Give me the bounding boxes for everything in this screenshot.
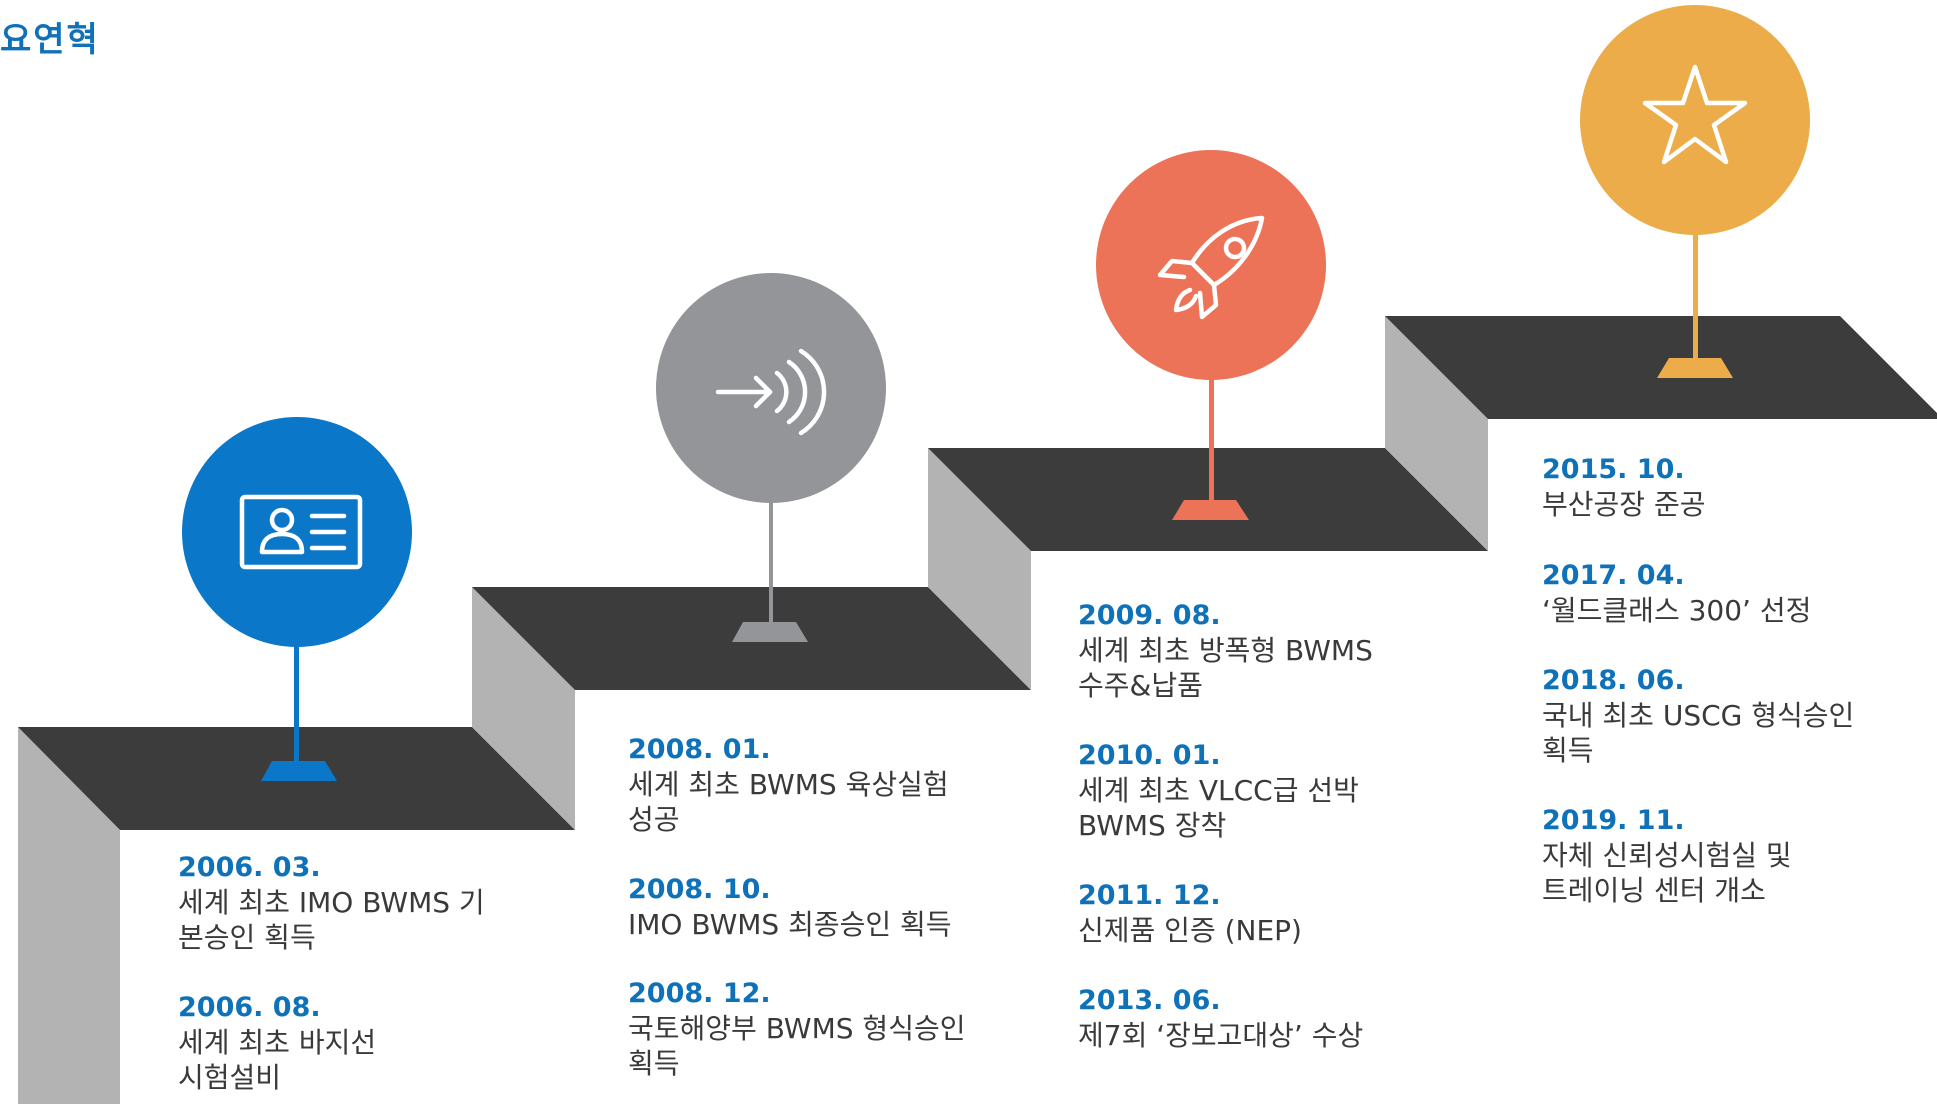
- event-description: 부산공장 준공: [1542, 488, 1706, 521]
- step-1-front: [18, 727, 120, 1104]
- timeline-event: 2009. 08. 세계 최초 방폭형 BWMS 수주&납품: [1078, 598, 1373, 703]
- step-3-top: [928, 448, 1488, 551]
- stage-1-stem: [294, 590, 299, 763]
- event-description: 제7회 ‘장보고대상’ 수상: [1078, 1019, 1364, 1052]
- timeline-event: 2018. 06. 국내 최초 USCG 형식승인 획득: [1542, 663, 1854, 768]
- timeline-event: 2017. 04. ‘월드클래스 300’ 선정: [1542, 558, 1811, 628]
- stage-4-circle: [1580, 5, 1810, 235]
- event-description: 자체 신뢰성시험실 및 트레이닝 센터 개소: [1542, 839, 1792, 907]
- event-date: 2018. 06.: [1542, 665, 1685, 696]
- id-card-icon: [239, 494, 363, 570]
- stage-2-stem: [769, 450, 773, 624]
- rocket-icon: [1157, 215, 1265, 320]
- event-description: 세계 최초 IMO BWMS 기 본승인 획득: [178, 886, 485, 954]
- event-description: 세계 최초 방폭형 BWMS 수주&납품: [1078, 634, 1373, 702]
- event-description: 세계 최초 VLCC급 선박 BWMS 장착: [1078, 774, 1359, 842]
- stage-3-stem: [1209, 318, 1214, 502]
- stage-4-stem: [1693, 176, 1698, 360]
- step-4-front: [1385, 316, 1488, 551]
- stage-2-circle: [656, 273, 886, 503]
- timeline-event: 2008. 01. 세계 최초 BWMS 육상실험 성공: [628, 732, 949, 837]
- step-4-top: [1385, 316, 1937, 419]
- stage-1-circle: [182, 417, 412, 647]
- event-date: 2008. 01.: [628, 734, 771, 765]
- event-description: 세계 최초 BWMS 육상실험 성공: [628, 768, 949, 836]
- arrow-signal-icon: [715, 348, 827, 436]
- stage-3-marker: [1096, 150, 1326, 520]
- event-date: 2019. 11.: [1542, 805, 1685, 836]
- timeline-event: 2019. 11. 자체 신뢰성시험실 및 트레이닝 센터 개소: [1542, 803, 1792, 908]
- stage-2-marker: [656, 273, 886, 642]
- stage-1-base: [261, 761, 337, 781]
- stage-2-base: [732, 622, 808, 642]
- star-icon: [1642, 64, 1748, 165]
- timeline-event: 2015. 10. 부산공장 준공: [1542, 452, 1705, 522]
- event-description: 신제품 인증 (NEP): [1078, 914, 1302, 947]
- event-description: IMO BWMS 최종승인 획득: [628, 908, 952, 941]
- timeline-event: 2008. 12. 국토해양부 BWMS 형식승인 획득: [628, 976, 965, 1081]
- event-description: 국내 최초 USCG 형식승인 획득: [1542, 699, 1855, 767]
- step-2-front: [472, 587, 575, 830]
- stage-3-base: [1172, 500, 1249, 520]
- timeline-event: 2013. 06. 제7회 ‘장보고대상’ 수상: [1078, 983, 1363, 1053]
- event-description: ‘월드클래스 300’ 선정: [1542, 594, 1812, 627]
- event-date: 2006. 03.: [178, 852, 321, 883]
- event-date: 2010. 01.: [1078, 740, 1221, 771]
- step-3-front: [928, 448, 1031, 690]
- page-title: 요연혁: [0, 20, 100, 60]
- event-description: 국토해양부 BWMS 형식승인 획득: [628, 1012, 966, 1080]
- event-description: 세계 최초 바지선 시험설비: [178, 1026, 377, 1094]
- event-date: 2009. 08.: [1078, 600, 1221, 631]
- event-date: 2013. 06.: [1078, 985, 1221, 1016]
- event-date: 2008. 10.: [628, 874, 771, 905]
- timeline-event: 2006. 03. 세계 최초 IMO BWMS 기 본승인 획득: [178, 850, 485, 955]
- event-date: 2011. 12.: [1078, 880, 1221, 911]
- timeline-event: 2008. 10. IMO BWMS 최종승인 획득: [628, 872, 952, 942]
- event-date: 2017. 04.: [1542, 560, 1685, 591]
- event-date: 2008. 12.: [628, 978, 771, 1009]
- stage-3-circle: [1096, 150, 1326, 380]
- event-date: 2006. 08.: [178, 992, 321, 1023]
- stage-1-marker: [182, 417, 412, 781]
- timeline-event: 2010. 01. 세계 최초 VLCC급 선박 BWMS 장착: [1078, 738, 1359, 843]
- timeline-event: 2011. 12. 신제품 인증 (NEP): [1078, 878, 1302, 948]
- timeline-event: 2006. 08. 세계 최초 바지선 시험설비: [178, 990, 376, 1095]
- stage-4-base: [1657, 358, 1733, 378]
- stage-4-marker: [1580, 5, 1810, 378]
- event-date: 2015. 10.: [1542, 454, 1685, 485]
